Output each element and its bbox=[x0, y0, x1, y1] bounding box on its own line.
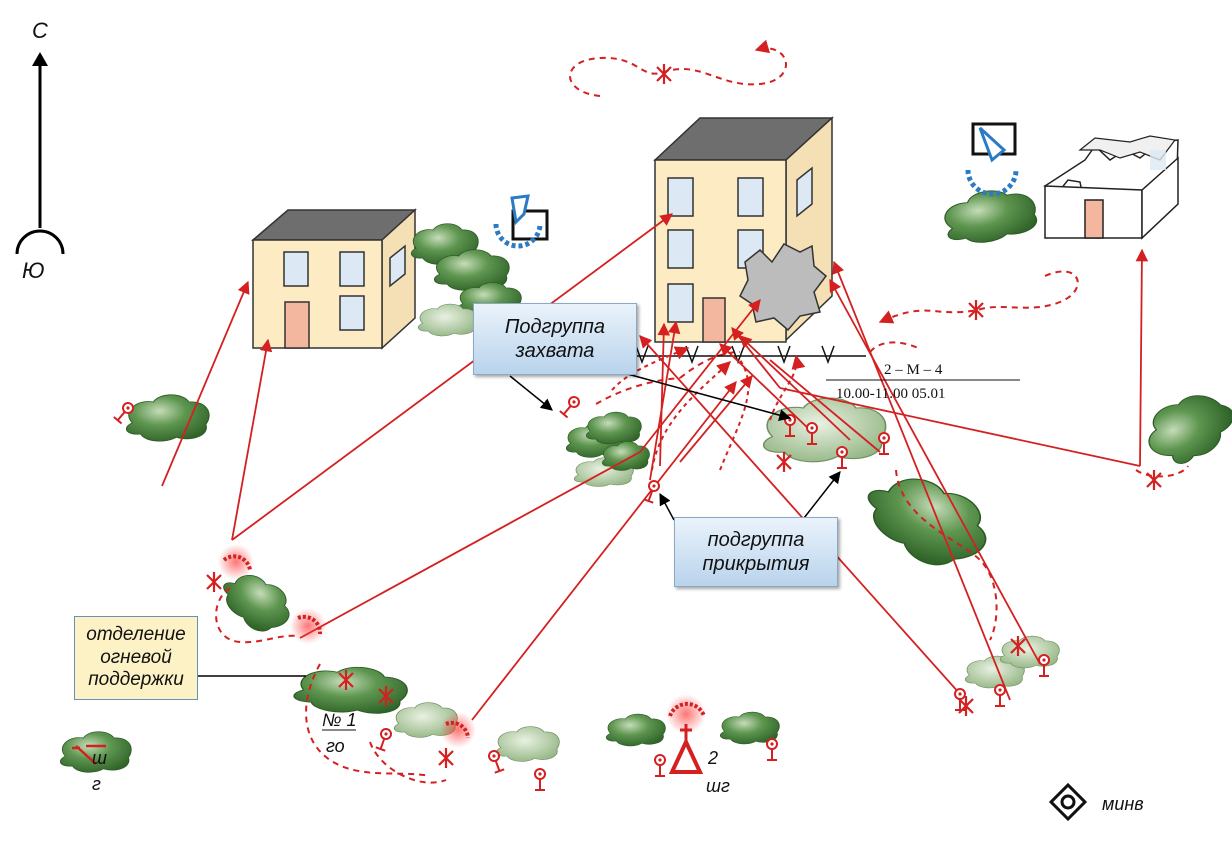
count-label: 2 bbox=[707, 748, 718, 768]
capture-subgroup-callout: Подгруппа захвата bbox=[473, 303, 637, 375]
go-label: го bbox=[326, 736, 345, 756]
support-callout-line2: огневой bbox=[100, 646, 172, 668]
bush-icon bbox=[495, 726, 560, 762]
cover-callout-line1: подгруппа bbox=[707, 529, 805, 551]
fraction-top-label: 2 – М – 4 bbox=[884, 362, 943, 378]
bush-icon bbox=[999, 635, 1060, 669]
compass-north-label: С bbox=[32, 18, 48, 43]
bush-icon bbox=[585, 411, 642, 445]
sniper-marker-icon bbox=[72, 744, 106, 765]
soldier-icon bbox=[766, 738, 778, 761]
capture-callout-line2: захвата bbox=[515, 340, 595, 362]
crossed-marker-icon bbox=[1145, 468, 1163, 492]
grenade-launcher-icon bbox=[668, 724, 704, 774]
soldier-icon bbox=[994, 684, 1006, 707]
fire-support-callout: отделение огневой поддержки bbox=[74, 616, 198, 700]
north-arrow-icon bbox=[32, 52, 48, 66]
support-callout-line1: отделение bbox=[86, 623, 186, 645]
fraction-bottom-label: 10.00-11.00 05.01 bbox=[836, 386, 945, 402]
capture-callout-line1: Подгруппа bbox=[504, 316, 606, 338]
door-icon bbox=[284, 301, 310, 349]
g-label: г bbox=[92, 774, 101, 794]
bush-icon bbox=[850, 462, 1010, 577]
door-icon bbox=[1084, 199, 1104, 239]
observation-sign-1 bbox=[493, 194, 549, 249]
callout-arrows bbox=[198, 371, 841, 677]
soldier-icon bbox=[642, 478, 662, 504]
cover-callout-line2: прикрытия bbox=[702, 553, 810, 575]
window-icon bbox=[339, 251, 365, 287]
window-icon bbox=[339, 295, 365, 331]
window-icon bbox=[283, 251, 309, 287]
building-small bbox=[250, 208, 417, 350]
fire-lines bbox=[161, 213, 1149, 721]
soldier-icon bbox=[534, 768, 546, 791]
crossed-marker-icon bbox=[205, 570, 223, 594]
soldier-icon bbox=[558, 393, 583, 419]
bush-icon bbox=[1128, 386, 1232, 471]
south-arc-icon bbox=[15, 229, 65, 255]
unit-number-label: № 1 bbox=[322, 710, 357, 730]
shg-label: шг bbox=[706, 776, 730, 796]
front-line bbox=[600, 345, 866, 365]
support-callout-line3: поддержки bbox=[88, 669, 184, 691]
compass: С Ю bbox=[15, 18, 65, 283]
approach-arrows bbox=[611, 346, 806, 471]
observation-sign-2 bbox=[965, 122, 1019, 197]
fire-sectors bbox=[218, 544, 706, 748]
crossed-marker-icon bbox=[437, 746, 455, 770]
sh-label: ш bbox=[92, 748, 107, 768]
soldier-icon bbox=[374, 726, 394, 752]
crossed-marker-icon bbox=[655, 62, 673, 86]
soldier-icon bbox=[654, 754, 666, 777]
cover-subgroup-callout: подгруппа прикрытия bbox=[674, 517, 838, 587]
building-tall bbox=[653, 116, 834, 343]
minv-label: минв bbox=[1102, 794, 1144, 814]
building-ruined bbox=[1043, 135, 1179, 240]
door-icon bbox=[702, 297, 726, 343]
bush-icon bbox=[605, 713, 666, 747]
mine-icon bbox=[1048, 782, 1088, 822]
compass-south-label: Ю bbox=[22, 258, 45, 283]
